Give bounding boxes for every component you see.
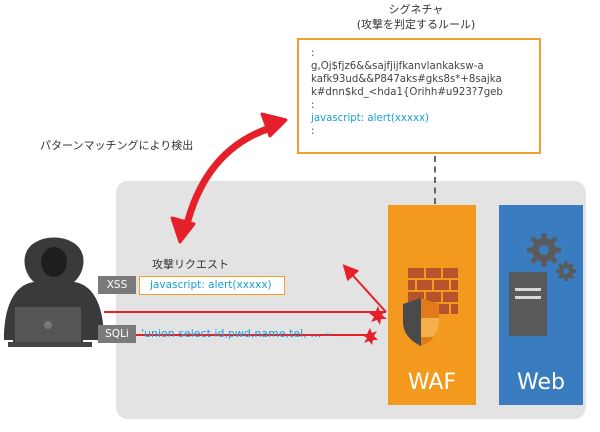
xss-deflect-arrow bbox=[342, 264, 387, 313]
signature-line: k#dnn$kd_<hda1{Orihh#u923?7geb bbox=[311, 87, 503, 98]
gear-icon bbox=[527, 233, 576, 281]
sqli-payload: 'union select id,pwd,name,tel, … -- bbox=[141, 327, 333, 340]
pattern-matching-label: パターンマッチングにより検出 bbox=[40, 139, 194, 152]
shield-icon bbox=[403, 298, 439, 346]
xss-tag: XSS bbox=[98, 276, 136, 294]
signature-title-sub: (攻撃を判定するルール) bbox=[356, 18, 476, 31]
burst-icon bbox=[362, 306, 387, 345]
xss-payload: javascript: alert(xxxxx) bbox=[139, 276, 285, 295]
signature-line-match: javascript: alert(xxxxx) bbox=[311, 113, 430, 124]
signature-line: kafk93ud&&P847aks#gks8s*+8sajka bbox=[311, 74, 502, 85]
signature-box: : g,Oj$fjz6&&sajfjijfkanvlankaksw-a kafk… bbox=[297, 38, 541, 154]
sqli-tag: SQLi bbox=[98, 325, 136, 343]
web-label: Web bbox=[517, 370, 565, 395]
signature-line: : bbox=[311, 100, 315, 111]
signature-line: : bbox=[311, 126, 315, 137]
double-arrow-icon bbox=[170, 112, 288, 244]
signature-title: シグネチャ (攻撃を判定するルール) bbox=[318, 2, 514, 32]
signature-line: g,Oj$fjz6&&sajfjijfkanvlankaksw-a bbox=[311, 61, 484, 72]
signature-title-main: シグネチャ bbox=[388, 3, 444, 16]
dashed-connector bbox=[434, 156, 436, 204]
waf-label: WAF bbox=[407, 370, 457, 395]
hacker-icon bbox=[4, 237, 104, 347]
attack-request-label: 攻撃リクエスト bbox=[152, 258, 229, 271]
signature-line: : bbox=[311, 48, 315, 59]
server-icon bbox=[509, 272, 547, 336]
